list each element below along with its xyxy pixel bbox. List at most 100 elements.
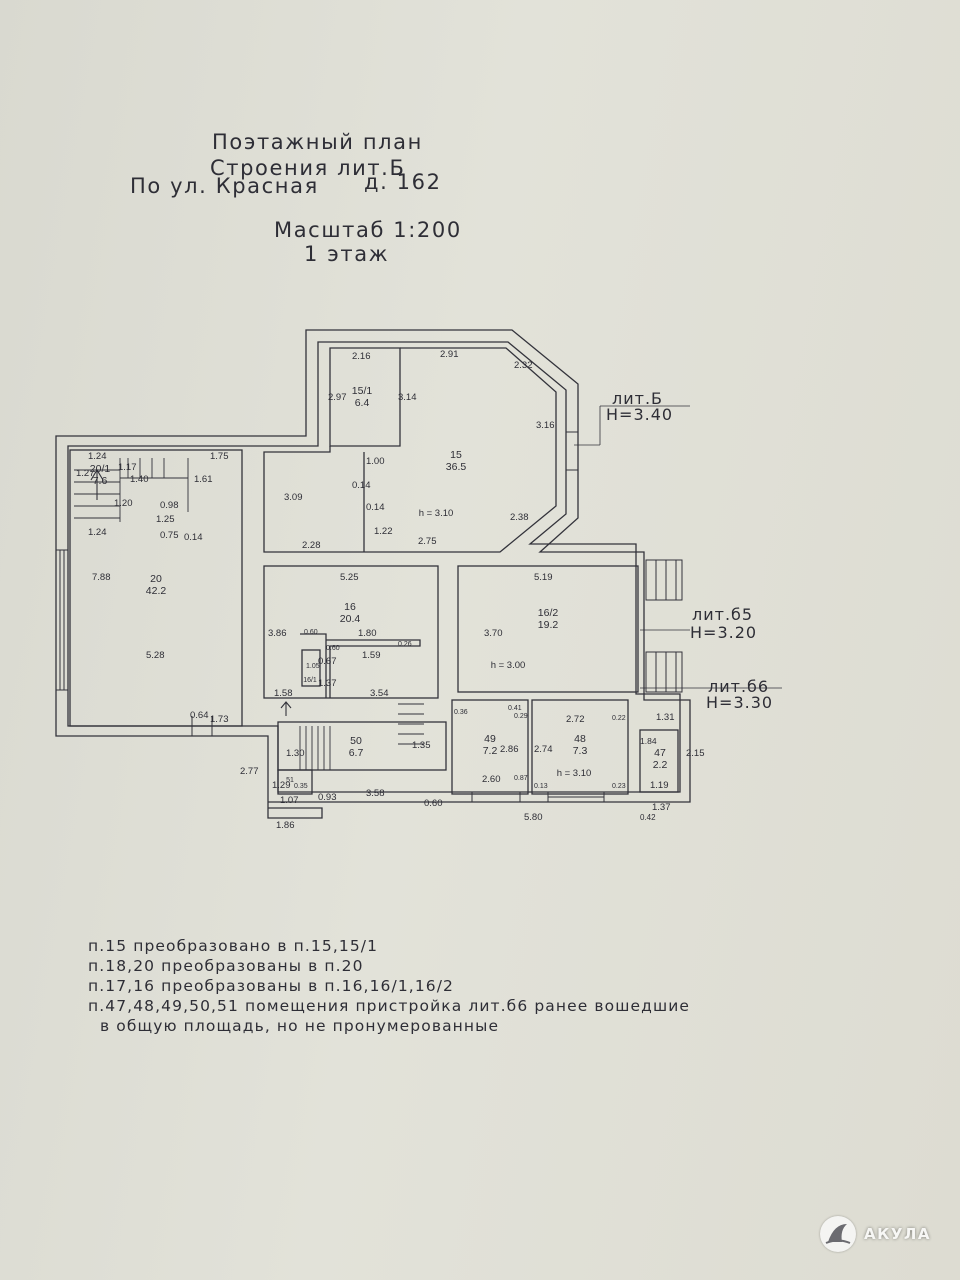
room-51-number: 51 [286,777,294,784]
dim-2-97: 2.97 [328,392,347,403]
room-16-1-box [301,649,321,687]
note-2: п.18,20 преобразованы в п.20 [88,957,364,975]
lit-b5-height: H=3.20 [690,623,757,642]
room-16-area: 20.4 [340,613,361,625]
dim-2-86: 2.86 [500,744,519,755]
dim-0-60c: 0.60 [424,798,443,809]
dim-2-91: 2.91 [440,349,459,360]
notes-block: п.15 преобразовано в п.15,15/1 п.18,20 п… [88,936,908,1036]
dim-0-14c: 0.14 [184,532,203,543]
dim-0-14a: 0.14 [352,480,371,491]
title-house: д. 162 [364,170,442,194]
room-51-outline [277,769,313,795]
title-line-2: Строения лит.Б [210,156,406,180]
dim-2-77: 2.77 [240,766,259,777]
dim-1-05: 1.05 [306,663,320,670]
title-scale: Масштаб 1:200 [274,218,462,242]
dim-1-40: 1.40 [130,474,149,485]
room-15-number: 15 [450,449,462,461]
dim-1-19: 1.19 [650,780,669,791]
dim-0-13: 0.13 [534,783,548,790]
dim-2-15: 2.15 [686,748,705,759]
note-5: в общую площадь, но не пронумерованные [100,1017,500,1035]
lit-b5-label: лит.б5 [692,605,753,624]
dim-1-29: 1.29 [272,780,291,791]
room-48-number: 48 [574,733,586,745]
dim-5-25: 5.25 [340,572,359,583]
dim-0-36: 0.36 [454,709,468,716]
stairs-room-50 [299,703,424,770]
room-20-area: 42.2 [146,585,167,597]
dim-1-00: 1.00 [366,456,385,467]
stairs-external [645,559,683,693]
dim-2-16: 2.16 [352,351,371,362]
room-15-outline [263,347,557,553]
dim-0-60b: 0.60 [326,645,340,652]
dim-1-24a: 1.24 [88,451,107,462]
dim-0-41: 0.41 [508,705,522,712]
room-47-number: 47 [654,747,666,759]
dim-1-24b: 1.24 [88,527,107,538]
dim-0-60a: 0.60 [304,629,318,636]
room-16-2-area: 19.2 [538,619,559,631]
dim-3-70: 3.70 [484,628,503,639]
dim-2-28: 2.28 [302,540,321,551]
dim-0-67: 0.67 [318,656,337,667]
room-15-1-area: 6.4 [355,397,370,409]
room-20-outline [69,449,243,727]
note-3: п.17,16 преобразованы в п.16,16/1,16/2 [88,977,455,995]
dim-0-23: 0.23 [612,783,626,790]
dim-3-58: 3.58 [366,788,385,799]
dim-1-80: 1.80 [358,628,377,639]
room-16-outline [263,565,439,699]
stairs-top-left [74,458,189,522]
room-16-1-number: 16/1 [303,677,317,684]
dim-0-87: 0.87 [514,775,528,782]
room-16-1-outline [300,633,421,698]
dim-2-38: 2.38 [510,512,529,523]
dim-1-35: 1.35 [412,740,431,751]
dim-1-31: 1.31 [656,712,675,723]
dim-1-59: 1.59 [362,650,381,661]
room-15-1-number: 15/1 [352,385,373,397]
room-47-outline [639,729,679,793]
dim-1-17: 1.17 [118,462,137,473]
dim-1-84: 1.84 [640,736,657,746]
lit-b-label: лит.Б [612,389,663,408]
room-50-area: 6.7 [349,747,364,759]
watermark-logo: АКУЛА [820,1214,950,1254]
dim-2-60: 2.60 [482,774,501,785]
room-16-2-number: 16/2 [538,607,559,619]
dim-1-61: 1.61 [194,474,213,485]
dim-0-26: 0.26 [398,641,412,648]
dim-0-29: 0.29 [514,713,528,720]
room-49-area: 7.2 [483,745,498,757]
outer-wall [55,329,691,819]
note-4: п.47,48,49,50,51 помещения пристройка ли… [88,997,691,1015]
dim-1-37b: 1.37 [652,802,671,813]
dim-1-30: 1.30 [286,748,305,759]
room-20-number: 20 [150,573,162,585]
dim-1-73: 1.73 [210,714,229,725]
dim-0-22: 0.22 [612,715,626,722]
window-marks [56,431,605,802]
title-line-1: Поэтажный план [212,130,423,154]
dim-1-22: 1.22 [374,526,393,537]
dim-3-09: 3.09 [284,492,303,503]
dim-2-32: 2.32 [514,360,533,371]
room-16-2-outline [457,565,639,693]
dim-1-07: 1.07 [280,795,299,806]
dim-2-72: 2.72 [566,714,585,725]
dim-1-27: 1.27 [76,468,95,479]
lit-b6-height: H=3.30 [706,693,773,712]
dim-7-88: 7.88 [92,572,111,583]
room-48-height: h = 3.10 [557,768,592,779]
dim-1-75: 1.75 [210,451,229,462]
room-15-area: 36.5 [446,461,467,473]
dim-3-14: 3.14 [398,392,417,403]
dim-0-42: 0.42 [640,813,656,822]
dim-1-37: 1.37 [318,678,337,689]
dim-1-86: 1.86 [276,820,295,831]
title-street: По ул. Красная [130,174,319,198]
